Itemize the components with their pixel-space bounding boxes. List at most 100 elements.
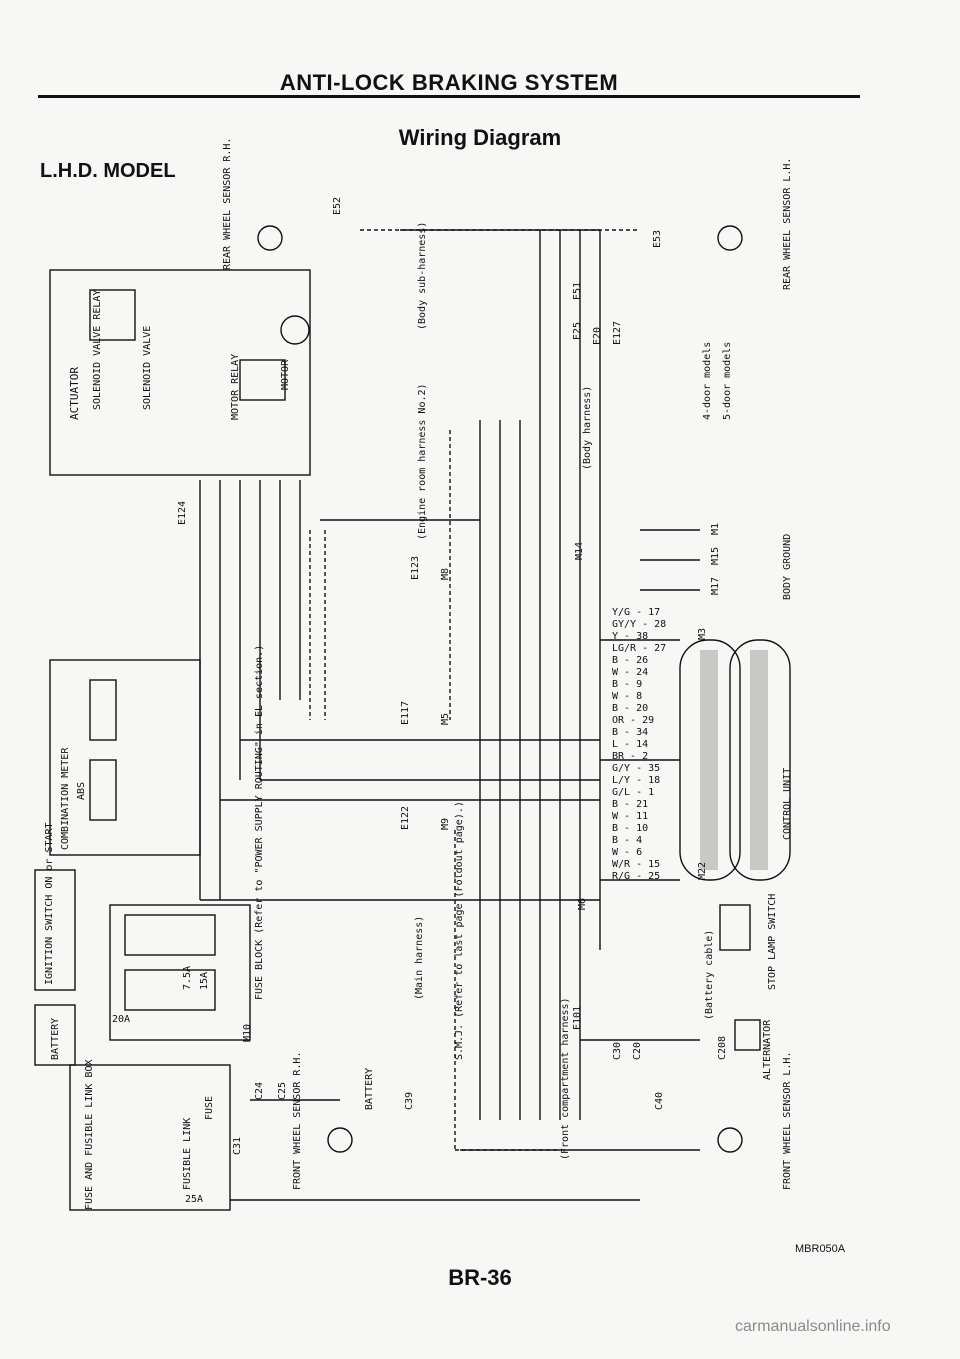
control-unit-pin: W/R - 15 [612, 859, 660, 870]
connector-id: M5 [440, 713, 451, 725]
motor-relay-label: MOTOR RELAY [230, 354, 241, 420]
front-sensor-rh-label: FRONT WHEEL SENSOR R.H. [292, 1052, 303, 1190]
actuator-label: ACTUATOR [68, 367, 81, 420]
connector-id: C39 [404, 1092, 415, 1110]
rear-sensor-lh-label: REAR WHEEL SENSOR L.H. [782, 158, 793, 290]
body-ground-label: BODY GROUND [782, 534, 793, 600]
smj-label: S.M.J. (Refer to last page (Foldout page… [454, 801, 465, 1060]
ignition-switch-label: IGNITION SWITCH ON or START [44, 822, 55, 985]
connector-id: E20 [592, 327, 603, 345]
door5-label: 5-door models [722, 342, 733, 420]
main-harness-label: (Main harness) [414, 916, 425, 1000]
control-unit-pin: B - 4 [612, 835, 642, 846]
fuse-block [109, 904, 251, 1041]
control-unit-pin: BR - 2 [612, 751, 648, 762]
motor-symbol [280, 315, 310, 345]
connector-id: M3 [697, 628, 708, 640]
connector-id: M22 [697, 862, 708, 880]
control-unit-pin: B - 9 [612, 679, 642, 690]
control-unit-label: CONTROL UNIT [782, 768, 793, 840]
control-unit-pin: B - 10 [612, 823, 648, 834]
connector-id: M8 [440, 568, 451, 580]
connector-id: M6 [577, 898, 588, 910]
fusible-link-label: FUSIBLE LINK [182, 1118, 193, 1190]
alternator-label: ALTERNATOR [762, 1019, 773, 1080]
connector-id: M14 [574, 542, 585, 560]
front-sensor-lh-icon [717, 1127, 743, 1153]
front-comp-harness-label: (Front compartment harness) [560, 997, 571, 1160]
control-unit-pin: G/Y - 35 [612, 763, 660, 774]
fuse-15a-label: 15A [199, 972, 210, 990]
connector-id: E53 [652, 230, 663, 248]
battery2-label: BATTERY [364, 1068, 375, 1110]
motor-label: MOTOR [280, 359, 291, 390]
fusible-link-box-label: FUSE AND FUSIBLE LINK BOX [84, 1059, 95, 1210]
connector-id: M10 [242, 1024, 253, 1042]
connector-id: E101 [572, 1006, 583, 1030]
solenoid-relay-label: SOLENOID VALVE RELAY [92, 290, 103, 410]
rear-sensor-lh-icon [717, 225, 743, 251]
door4-label: 4-door models [702, 342, 713, 420]
stop-lamp-label: STOP LAMP SWITCH [767, 894, 778, 990]
body-sub-harness-label: (Body sub-harness) [417, 222, 428, 330]
control-unit-pin: W - 11 [612, 811, 648, 822]
front-sensor-rh-icon [327, 1127, 353, 1153]
connector-id: C31 [232, 1137, 243, 1155]
connector-id: C208 [717, 1036, 728, 1060]
battery-box [34, 1004, 76, 1066]
battery-label: BATTERY [50, 1018, 61, 1060]
connector-id: M17 [710, 577, 721, 595]
rear-sensor-rh-label: REAR WHEEL SENSOR R.H. [222, 138, 233, 270]
control-unit-pin: OR - 29 [612, 715, 654, 726]
control-unit-pin: R/G - 25 [612, 871, 660, 882]
alternator-symbol [734, 1019, 761, 1051]
control-unit-pin: B - 34 [612, 727, 648, 738]
connector-id: C20 [632, 1042, 643, 1060]
engine-room-harness-label: (Engine room harness No.2) [417, 383, 428, 540]
control-unit-pin: Y - 38 [612, 631, 648, 642]
connector-id: C30 [612, 1042, 623, 1060]
connector-id: E51 [572, 282, 583, 300]
connector-id: C40 [654, 1092, 665, 1110]
fusible-link-box [69, 1064, 231, 1211]
front-sensor-lh-label: FRONT WHEEL SENSOR L.H. [782, 1052, 793, 1190]
fuse-20a-label: 20A [112, 1014, 130, 1025]
control-unit-pin: B - 21 [612, 799, 648, 810]
page-number: BR-36 [448, 1265, 512, 1290]
combination-meter-label: COMBINATION METER [60, 747, 71, 850]
solenoid-valve-label: SOLENOID VALVE [142, 326, 153, 410]
fuse-label: FUSE [204, 1096, 215, 1120]
control-unit-pin: B - 20 [612, 703, 648, 714]
connector-id: E52 [332, 197, 343, 215]
control-unit-pin: L - 14 [612, 739, 648, 750]
page-header: ANTI-LOCK BRAKING SYSTEM [279, 70, 619, 95]
connector-id: E123 [410, 556, 421, 580]
connector-id: E122 [400, 806, 411, 830]
connector-id: E25 [572, 322, 583, 340]
connector-id: C25 [277, 1082, 288, 1100]
model-label: L.H.D. MODEL [40, 160, 176, 182]
rear-sensor-rh-icon [257, 225, 283, 251]
abs-label: ABS [76, 782, 87, 800]
figure-code: MBR050A [795, 1243, 846, 1255]
control-unit-pin: L/Y - 18 [612, 775, 660, 786]
control-unit-pin: W - 6 [612, 847, 642, 858]
connector-id: C24 [254, 1082, 265, 1100]
control-unit-pin: Y/G - 17 [612, 607, 660, 618]
control-unit-pin: G/L - 1 [612, 787, 654, 798]
control-unit-pin: GY/Y - 28 [612, 619, 666, 630]
control-unit-pin: B - 26 [612, 655, 648, 666]
body-harness-label: (Body harness) [582, 386, 593, 470]
actuator-box [49, 269, 311, 476]
connector-id: E124 [177, 501, 188, 525]
control-unit-pin: LG/R - 27 [612, 643, 666, 654]
diagram-title: Wiring Diagram [398, 125, 562, 150]
ignition-switch-box [34, 869, 76, 991]
fuse-25a-label: 25A [185, 1194, 203, 1205]
connector-id: M9 [440, 818, 451, 830]
stop-lamp-switch [719, 904, 751, 951]
